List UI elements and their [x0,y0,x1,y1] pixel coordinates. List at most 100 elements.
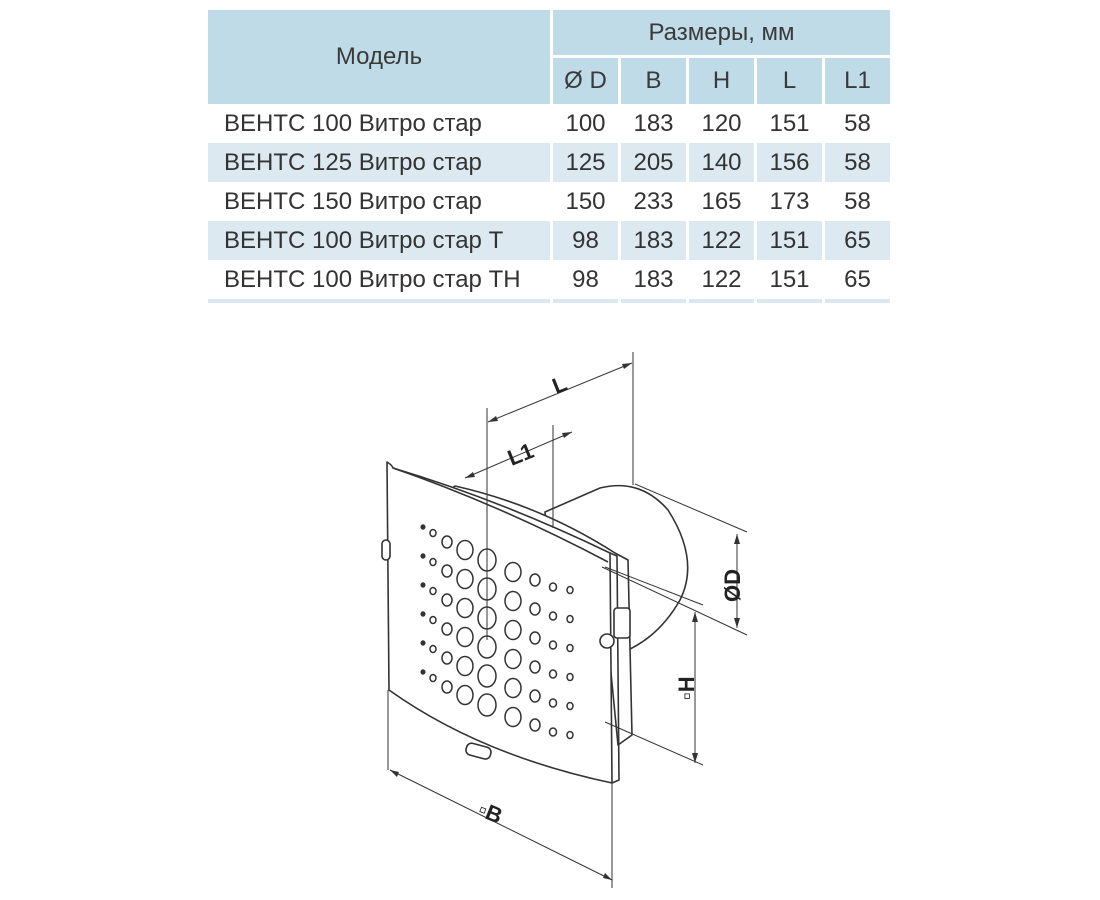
header-dimensions: Размеры, мм [553,10,890,58]
grille-hole [441,651,453,665]
model-cell: ВЕНТС 100 Витро стар Т [208,221,550,260]
grille-hole [504,590,522,612]
value-cell: 125 [553,143,618,182]
grille-hole [456,655,474,677]
grille-hole [504,677,522,699]
value-cell: 100 [565,109,606,137]
value-cell: 151 [757,260,822,303]
grille-hole [504,561,522,583]
grille-hole [420,553,426,559]
grille-hole [566,643,574,653]
panel-clip-bottom [465,742,492,760]
header-col-d: Ø D [553,58,618,104]
value-cell: 98 [553,221,618,260]
grille-hole [456,568,474,590]
grille-hole [456,684,474,706]
model-cell: ВЕНТС 150 Витро стар [224,187,482,215]
value-cell: 140 [689,143,754,182]
grille-hole [529,573,541,587]
grille-hole [456,539,474,561]
grille-hole [529,602,541,616]
grille-hole [548,669,558,679]
grille-hole [548,727,558,737]
value-cell: 122 [689,260,754,303]
value-cell: 58 [825,143,890,182]
grille-hole [441,680,453,694]
header-col-h: H [689,58,754,104]
label-b: ▫B [475,797,506,829]
grille-hole [441,593,453,607]
grille-hole [529,631,541,645]
grille-hole [420,524,426,530]
dimension-arrows [390,363,740,880]
value-cell: 65 [825,221,890,260]
dimension-lines [387,352,748,888]
value-cell: 150 [565,187,606,215]
grille-hole [456,597,474,619]
grille-hole [529,718,541,732]
label-d: ØD [720,569,745,602]
table-row: ВЕНТС 125 Витро стар 125 205 140 156 58 [208,143,890,182]
value-cell: 151 [757,221,822,260]
grille-hole [477,664,497,688]
value-cell: 122 [689,221,754,260]
value-cell: 183 [633,109,674,137]
grille-hole [429,528,437,538]
table-row: ВЕНТС 100 Витро стар Т 98 183 122 151 65 [208,221,890,260]
header-model: Модель [208,10,550,104]
grille-hole [429,586,437,596]
dimensions-table: Модель Размеры, мм Ø D B H L L1 ВЕНТС 10… [205,10,893,303]
table-row: ВЕНТС 100 Витро стар 100 183 120 151 58 [208,104,890,143]
value-cell: 98 [553,260,618,303]
grille-hole [429,673,437,683]
grille-hole [566,730,574,740]
grille-hole [420,611,426,617]
value-cell: 65 [825,260,890,303]
header-col-l: L [757,58,822,104]
panel-clip-right [613,607,631,639]
grille-hole [548,698,558,708]
table-row: ВЕНТС 100 Витро стар ТН 98 183 122 151 6… [208,260,890,303]
label-l1: L1 [504,438,537,471]
grille-hole [429,557,437,567]
grille-hole [429,644,437,654]
grille-hole [420,640,426,646]
model-cell: ВЕНТС 125 Витро стар [208,143,550,182]
grille-hole [456,626,474,648]
panel-top-edge [392,467,609,563]
grille-hole [566,585,574,595]
value-cell: 205 [621,143,686,182]
grille-hole [566,672,574,682]
label-h: ▫H [674,676,699,700]
value-cell: 120 [701,109,742,137]
grille-hole [548,640,558,650]
grille-hole [548,582,558,592]
grille-hole [548,611,558,621]
grille-hole [420,582,426,588]
value-cell: 183 [621,260,686,303]
grille-hole [566,614,574,624]
value-cell: 233 [633,187,674,215]
grille-hole [566,701,574,711]
grille-hole [477,693,497,717]
value-cell: 173 [769,187,810,215]
grille-hole [441,564,453,578]
grille-hole [504,619,522,641]
value-cell: 165 [701,187,742,215]
grille-hole [429,615,437,625]
model-cell: ВЕНТС 100 Витро стар ТН [208,260,550,303]
value-cell: 151 [769,109,810,137]
grille-hole [529,660,541,674]
grille-hole [504,706,522,728]
grille-hole [441,622,453,636]
value-cell: 183 [621,221,686,260]
panel-clip-left [381,539,391,561]
grille-hole [420,669,426,675]
header-col-l1: L1 [825,58,890,104]
panel-side-edge [609,552,620,784]
label-l: L [549,371,571,399]
grille-hole [529,689,541,703]
table-row: ВЕНТС 150 Витро стар 150 233 165 173 58 [208,182,890,221]
value-cell: 58 [844,187,871,215]
panel-clip-knob [599,633,615,649]
